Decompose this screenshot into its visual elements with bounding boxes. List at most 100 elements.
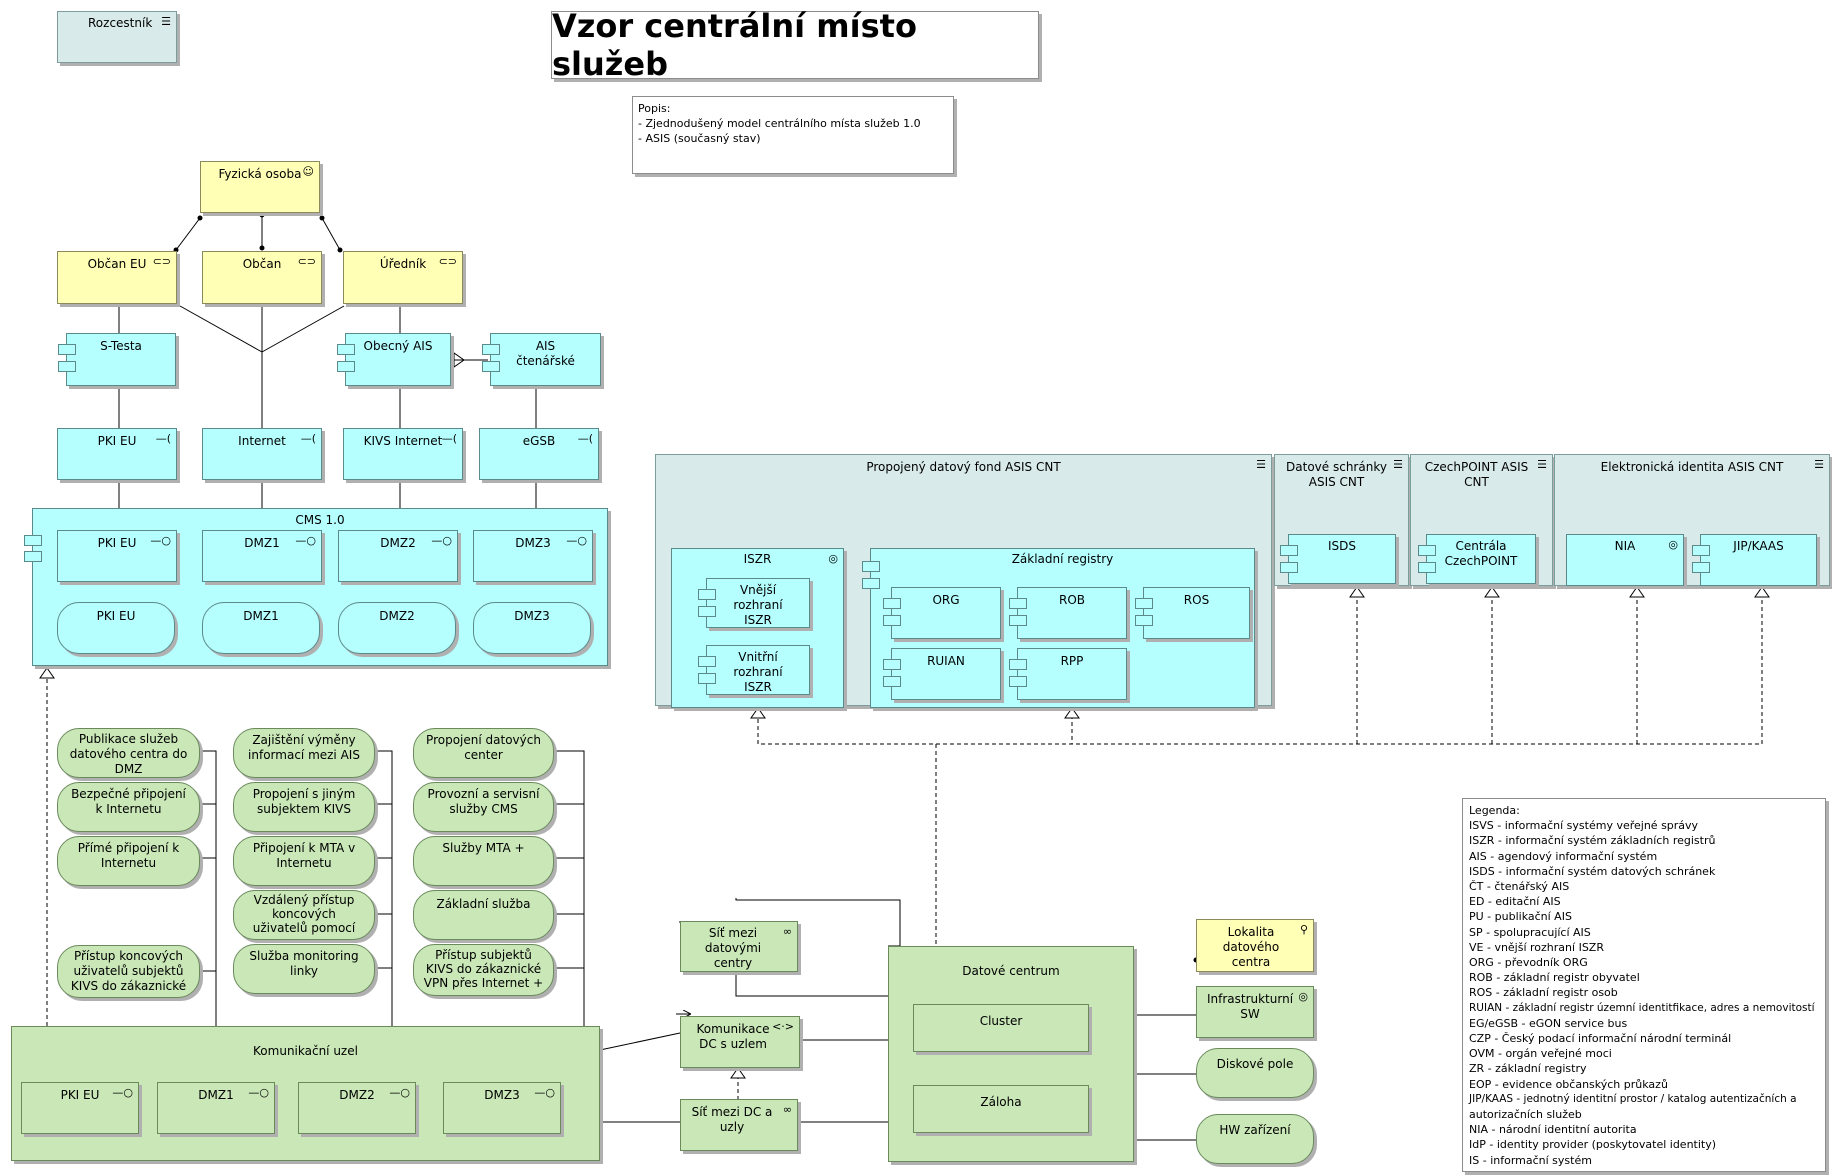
service-item[interactable]: Propojení datových center — [413, 728, 554, 778]
app-ais-ctenarske[interactable]: AIS čtenářské — [482, 333, 601, 386]
eid-jip-kaas[interactable]: JIP/KAAS — [1692, 534, 1817, 586]
legend-line: ČT - čtenářský AIS — [1469, 880, 1570, 894]
service-label: Přímé připojení k Internetu — [77, 841, 180, 870]
service-label: Připojení k MTA v Internetu — [252, 841, 356, 870]
komunikace-dc-s-uzlem[interactable]: Komunikace DC s uzlem <·> — [680, 1016, 800, 1068]
iszr-vnejsi[interactable]: Vnější rozhraní ISZR — [698, 578, 810, 628]
service-label: Zajištění výměny informací mezi AIS — [248, 733, 360, 762]
legend-line: ZR - základní registry — [1469, 1062, 1587, 1076]
service-label: Služby MTA + — [442, 841, 525, 855]
legend-line: ROS - základní registr osob — [1469, 986, 1618, 1000]
app-obecny-ais[interactable]: Obecný AIS — [337, 333, 451, 386]
service-label: Provozní a servisní služby CMS — [427, 787, 540, 816]
component-tab — [1418, 545, 1436, 556]
dc-zaloha[interactable]: Záloha — [913, 1085, 1089, 1133]
uzel-dmz2[interactable]: DMZ2—○ — [298, 1082, 416, 1134]
service-label: Přístup koncových uživatelů subjektů KIV… — [70, 949, 187, 993]
service-item[interactable]: Přímé připojení k Internetu — [57, 836, 200, 886]
zr-org[interactable]: ORG — [883, 587, 1001, 639]
app-s-testa[interactable]: S-Testa — [58, 333, 176, 386]
cms-item-label: DMZ1 — [244, 536, 280, 550]
cms-dmz3[interactable]: DMZ3—○ — [473, 530, 593, 582]
provided-interface-icon: —○ — [248, 1086, 269, 1099]
infrastrukturni-sw[interactable]: Infrastrukturní SW ◎ — [1196, 986, 1314, 1038]
service-item[interactable]: Zajištění výměny informací mezi AIS — [233, 728, 375, 778]
interface-icon: ◎ — [1668, 538, 1678, 551]
service-item[interactable]: Připojení k MTA v Internetu — [233, 836, 375, 886]
zr-rob[interactable]: ROB — [1009, 587, 1127, 639]
service-item[interactable]: Publikace služeb datového centra do DMZ — [57, 728, 200, 778]
role-icon: ⊂⊃ — [438, 255, 457, 268]
iszr-vnitrni[interactable]: Vnitřní rozhraní ISZR — [698, 645, 810, 695]
isds-label: ISDS — [1327, 539, 1356, 553]
actor-fyzicka-osoba[interactable]: Fyzická osoba ☺ — [200, 161, 320, 213]
legend-line: PU - publikační AIS — [1469, 910, 1572, 924]
cms-service-dmz1[interactable]: DMZ1 — [202, 602, 320, 654]
cms-service-dmz3[interactable]: DMZ3 — [473, 602, 591, 654]
rozcestnik-group[interactable]: Rozcestník ☰ — [57, 11, 177, 63]
group-icon: ☰ — [1814, 458, 1824, 471]
uzel-dmz1[interactable]: DMZ1—○ — [157, 1082, 275, 1134]
legend-line: IdP - identity provider (poskytovatel id… — [1469, 1138, 1717, 1152]
service-item[interactable]: Základní služba — [413, 890, 554, 940]
iface-pki-eu[interactable]: PKI EU —( — [57, 428, 177, 480]
role-urednik[interactable]: Úředník ⊂⊃ — [343, 251, 463, 304]
service-item[interactable]: Bezpečné připojení k Internetu — [57, 782, 200, 832]
legend-line: RUIAN - základní registr územní identitf… — [1469, 1001, 1815, 1014]
description-note: Popis: - Zjednodušený model centrálního … — [632, 96, 954, 174]
lokalita-location[interactable]: Lokalita datového centra ⚲ — [1196, 919, 1314, 972]
component-tab — [1009, 659, 1027, 670]
service-item[interactable]: Přístup subjektů KIVS do zákaznické VPN … — [413, 944, 554, 996]
rozcestnik-label: Rozcestník — [88, 16, 153, 30]
sit-mezi-datovymi-centry[interactable]: Síť mezi datovými centry ∞ — [680, 921, 798, 972]
zr-ros[interactable]: ROS — [1135, 587, 1250, 639]
isds-component[interactable]: ISDS — [1280, 534, 1396, 584]
role-label: Občan EU — [87, 257, 147, 271]
cms-dmz2[interactable]: DMZ2—○ — [338, 530, 458, 582]
service-item[interactable]: Služby MTA + — [413, 836, 554, 886]
iface-internet[interactable]: Internet —( — [202, 428, 322, 480]
uzel-pki-eu[interactable]: PKI EU—○ — [21, 1082, 139, 1134]
cms-dmz1[interactable]: DMZ1—○ — [202, 530, 322, 582]
dc-cluster[interactable]: Cluster — [913, 1004, 1089, 1052]
cms-item-label: DMZ3 — [515, 536, 551, 550]
group-icon: ☰ — [1537, 458, 1547, 471]
cms-service-dmz2[interactable]: DMZ2 — [338, 602, 456, 654]
service-label: Vzdálený přístup koncových uživatelů pom… — [252, 893, 356, 935]
iface-kivs-internet[interactable]: KIVS Internet —( — [343, 428, 463, 480]
network-icon: ∞ — [782, 925, 792, 938]
zr-ruian[interactable]: RUIAN — [883, 648, 1001, 700]
legend-line: ED - editační AIS — [1469, 895, 1561, 909]
cms-service-label: DMZ3 — [514, 609, 550, 623]
interface-icon: ◎ — [828, 552, 838, 565]
role-obcan[interactable]: Občan ⊂⊃ — [202, 251, 322, 304]
eid-item-label: NIA — [1614, 539, 1636, 553]
zr-rpp[interactable]: RPP — [1009, 648, 1127, 700]
hw-zarizeni[interactable]: HW zařízení — [1196, 1114, 1314, 1164]
service-item[interactable]: Provozní a servisní služby CMS — [413, 782, 554, 832]
component-tab — [337, 361, 355, 372]
group-icon: ☰ — [1256, 458, 1266, 471]
role-icon: ⊂⊃ — [297, 255, 316, 268]
cms-pki-eu[interactable]: PKI EU—○ — [57, 530, 177, 582]
service-item[interactable]: Propojení s jiným subjektem KIVS — [233, 782, 375, 832]
sit-mezi-dc-a-uzly[interactable]: Síť mezi DC a uzly ∞ — [680, 1099, 798, 1151]
legend-line: JIP/KAAS - jednotný identitní prostor / … — [1469, 1092, 1797, 1105]
component-tab — [883, 598, 901, 609]
diskove-pole[interactable]: Diskové pole — [1196, 1048, 1314, 1098]
component-tab — [862, 561, 880, 572]
iface-egsb[interactable]: eGSB —( — [479, 428, 599, 480]
service-item[interactable]: Vzdálený přístup koncových uživatelů pom… — [233, 890, 375, 940]
role-obcan-eu[interactable]: Občan EU ⊂⊃ — [57, 251, 177, 304]
infra-label: HW zařízení — [1219, 1123, 1291, 1137]
service-item[interactable]: Služba monitoring linky — [233, 944, 375, 994]
legend-line: ISDS - informační systém datových schrán… — [1469, 864, 1716, 878]
cms-service-pki-eu[interactable]: PKI EU — [57, 602, 175, 654]
uzel-dmz3[interactable]: DMZ3—○ — [443, 1082, 561, 1134]
service-item[interactable]: Přístup koncových uživatelů subjektů KIV… — [57, 945, 200, 998]
zr-item-label: ROS — [1183, 593, 1210, 607]
eid-nia[interactable]: NIA ◎ — [1566, 534, 1684, 586]
title-text: Vzor centrální místo služeb — [552, 7, 917, 83]
czechpoint-component[interactable]: Centrála CzechPOINT — [1418, 534, 1536, 584]
czechpoint-label: Centrála CzechPOINT — [1444, 539, 1518, 568]
